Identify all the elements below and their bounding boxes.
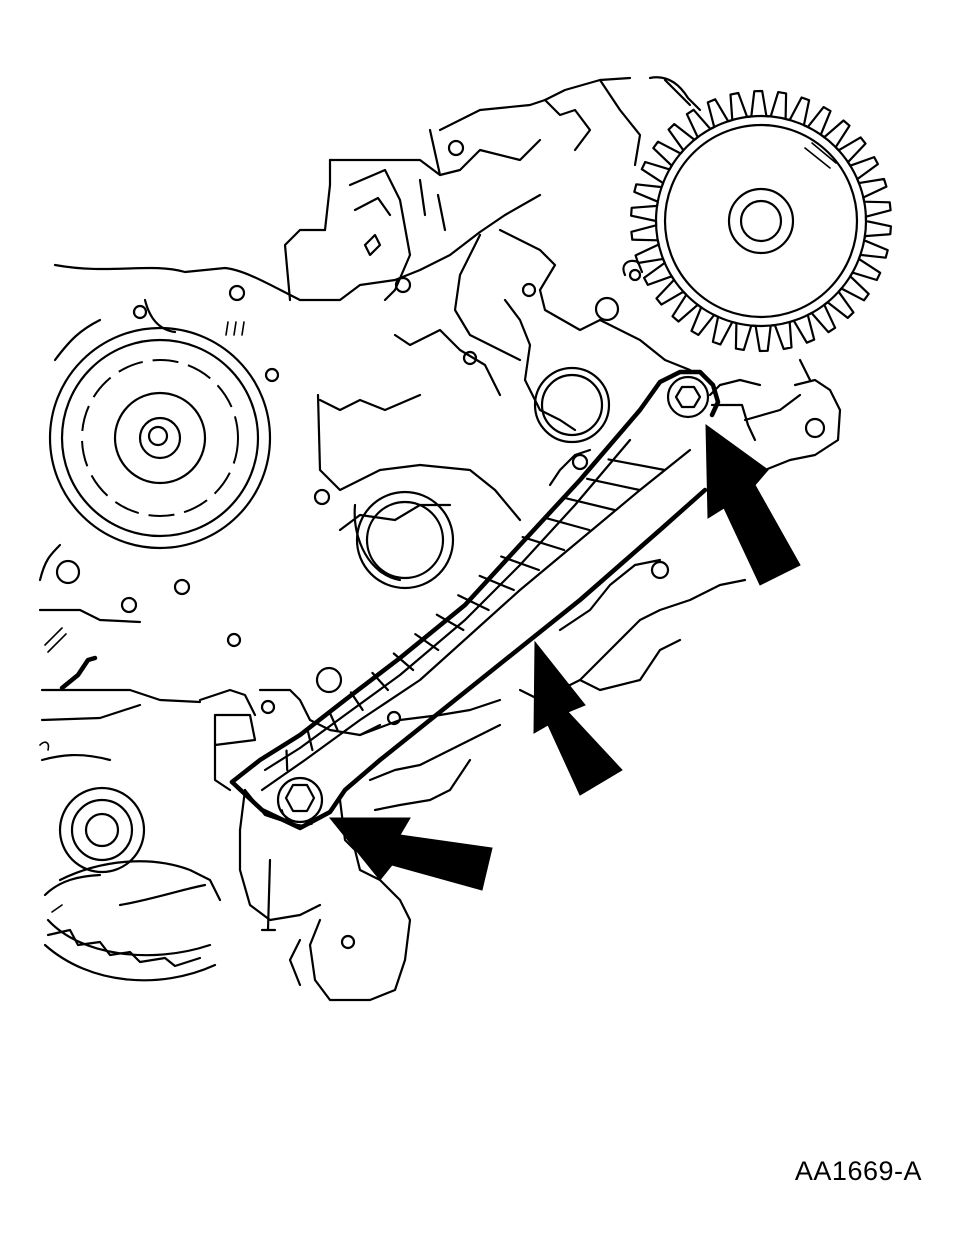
engine-block-outline <box>38 76 842 1002</box>
arrow-upper-bolt <box>705 424 801 586</box>
figure-id-label: AA1669-A <box>794 1156 922 1186</box>
arrow-chain-guide <box>533 640 623 796</box>
bolt-holes <box>55 139 826 950</box>
chain-link <box>349 691 364 712</box>
chain-link <box>457 594 490 612</box>
chain-link <box>285 749 289 772</box>
upper-guide-bolt <box>666 375 757 442</box>
chain-link <box>564 497 616 512</box>
chain-link <box>392 652 415 672</box>
callout-arrows <box>328 424 801 891</box>
chain-link <box>478 574 515 592</box>
chain-link <box>371 671 389 692</box>
chain-link <box>521 535 566 552</box>
arrow-lower-bolt <box>328 817 493 891</box>
chain-link <box>435 613 465 632</box>
chain-link <box>414 632 440 652</box>
chain-link <box>306 730 314 752</box>
misc-details <box>39 178 447 751</box>
crankshaft-sprocket-fragment <box>43 883 217 982</box>
timing-chain-guide <box>229 369 721 831</box>
chain-link <box>542 516 591 532</box>
left-pulley <box>48 326 272 550</box>
chain-link <box>328 710 339 732</box>
chain-link <box>500 555 541 572</box>
chain-link <box>585 477 641 492</box>
chain-links <box>285 458 666 772</box>
chain-link <box>607 458 666 472</box>
bosses <box>58 366 611 874</box>
lower-guide-bolt <box>276 776 324 826</box>
camshaft-sprocket <box>622 89 892 353</box>
